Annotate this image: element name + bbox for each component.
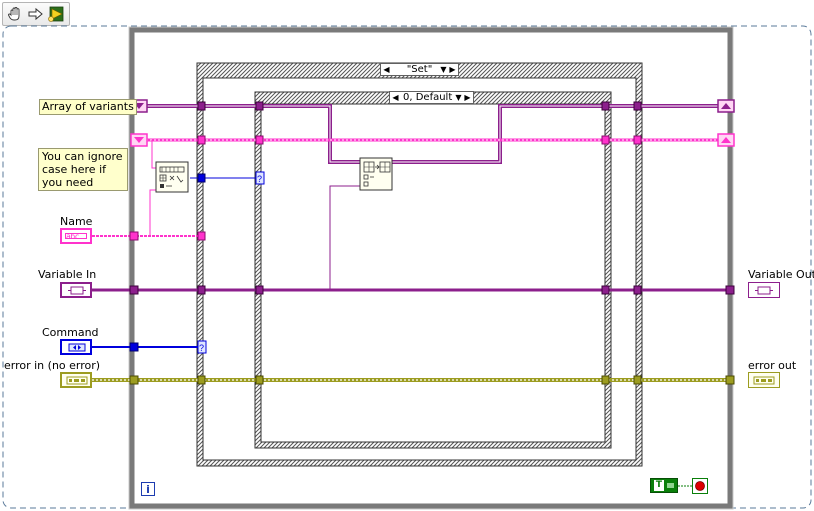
highlight-execution-icon[interactable]	[47, 6, 65, 22]
outer-case-value: "Set"	[406, 64, 433, 75]
outer-case-selector-terminal: ?	[197, 340, 207, 354]
true-constant[interactable]: T	[650, 478, 678, 493]
name-wire	[92, 189, 203, 237]
variable-in-control[interactable]	[60, 282, 92, 298]
previous-case-icon[interactable]: ◀	[392, 93, 399, 102]
svg-text:?: ?	[199, 343, 204, 353]
case-dropdown-icon[interactable]: ▼	[455, 93, 462, 102]
variant-icon	[68, 286, 86, 295]
execution-toolbar	[2, 2, 70, 26]
enum-icon	[68, 343, 86, 352]
while-loop[interactable]	[128, 26, 734, 510]
variable-in-label: Variable In	[38, 268, 97, 281]
variant-icon	[755, 286, 773, 295]
shift-register-right-variants[interactable]	[717, 99, 735, 113]
error-in-label: error in (no error)	[4, 359, 101, 372]
name-label: Name	[60, 215, 93, 228]
error-cluster-icon	[66, 376, 88, 385]
arrow-right-icon[interactable]	[27, 6, 45, 22]
svg-text:?: ?	[257, 174, 262, 184]
shift-register-left-second[interactable]	[130, 133, 148, 147]
inner-case-selector-label[interactable]: ◀ 0, Default ▼ ▶	[389, 91, 474, 104]
true-constant-text: T	[654, 480, 664, 491]
command-label: Command	[42, 326, 99, 339]
case-dropdown-icon[interactable]: ▼	[440, 65, 447, 74]
variable-out-label: Variable Out	[748, 268, 814, 281]
tunnels	[129, 101, 735, 385]
inner-case-structure[interactable]	[254, 91, 612, 449]
iteration-terminal: i	[141, 482, 155, 496]
error-cluster-icon	[753, 376, 775, 385]
diagram-dashed-frame	[2, 25, 812, 509]
array-of-variants-label: Array of variants	[39, 99, 137, 115]
string-type-text: abc	[66, 232, 79, 241]
next-case-icon[interactable]: ▶	[464, 93, 471, 102]
replace-array-subset-node[interactable]	[359, 157, 393, 191]
inner-case-selector-terminal: ?	[255, 171, 265, 185]
inner-case-value: 0, Default	[403, 92, 453, 103]
command-enum-control[interactable]	[60, 339, 92, 355]
shift-register-right-second[interactable]	[717, 133, 735, 147]
previous-case-icon[interactable]: ◀	[383, 65, 390, 74]
name-string-control[interactable]: abc	[60, 228, 92, 244]
error-out-indicator[interactable]	[748, 372, 780, 388]
next-case-icon[interactable]: ▶	[449, 65, 456, 74]
outer-case-selector-label[interactable]: ◀ "Set" ▼ ▶	[380, 63, 459, 76]
stop-condition-terminal[interactable]	[692, 478, 708, 494]
hand-operate-icon[interactable]	[7, 6, 25, 22]
error-in-control[interactable]	[60, 372, 92, 388]
comment-note: You can ignore case here if you need	[38, 148, 128, 191]
variable-out-indicator[interactable]	[748, 282, 780, 298]
error-out-label: error out	[748, 359, 797, 372]
search-names-subvi-icon[interactable]	[155, 161, 189, 193]
stop-icon	[695, 481, 705, 491]
true-constant-indicator	[667, 483, 674, 488]
array-of-variants-wire	[146, 104, 728, 164]
